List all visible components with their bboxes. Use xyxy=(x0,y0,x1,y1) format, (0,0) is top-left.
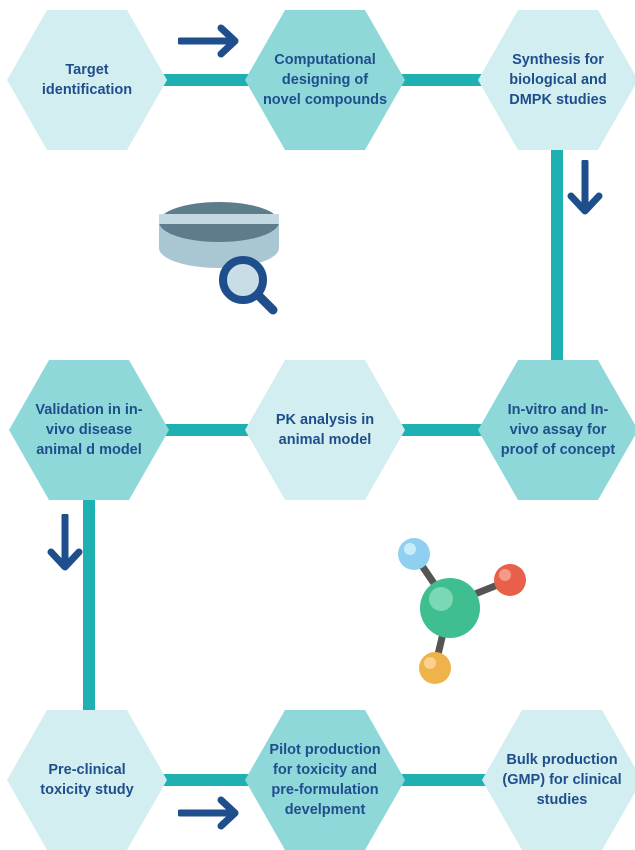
connector-step2-step3 xyxy=(385,74,505,86)
step-label: In-vitro and In-vivo assay for proof of … xyxy=(500,402,616,458)
step-validation-in-vivo: Validation in in-vivo disease animal d m… xyxy=(9,360,169,500)
step-label: Bulk production (GMP) for clinical studi… xyxy=(502,752,622,808)
step-label: Synthesis for biological and DMPK studie… xyxy=(509,52,607,108)
connector-step7-step8 xyxy=(150,774,265,786)
step-pre-clinical-toxicity: Pre-clinical toxicity study xyxy=(7,710,167,850)
connector-step8-step9 xyxy=(390,774,505,786)
molecule-icon xyxy=(398,538,526,684)
connector-step6-step7 xyxy=(83,490,95,720)
arrow-down-icon xyxy=(567,160,603,215)
arrow-right-icon xyxy=(178,796,239,830)
pill-with-magnifier-icon xyxy=(159,202,279,315)
connector-step3-step4 xyxy=(551,140,563,365)
step-label: PK analysis in animal model xyxy=(275,412,375,448)
step-label: Validation in in-vivo disease animal d m… xyxy=(35,402,143,458)
arrow-right-icon xyxy=(178,24,239,58)
step-computational-design: Computational designing of novel compoun… xyxy=(245,10,405,150)
step-label: Pilot production for toxicity and pre-fo… xyxy=(269,742,381,818)
connector-step1-step2 xyxy=(150,74,270,86)
step-label: Target identification xyxy=(41,62,133,98)
step-pilot-production: Pilot production for toxicity and pre-fo… xyxy=(245,710,405,850)
step-label: Computational designing of novel compoun… xyxy=(262,52,388,108)
step-in-vitro-in-vivo-assay: In-vitro and In-vivo assay for proof of … xyxy=(478,360,635,500)
step-bulk-production: Bulk production (GMP) for clinical studi… xyxy=(482,710,635,850)
step-pk-analysis: PK analysis in animal model xyxy=(245,360,405,500)
connector-step5-step6 xyxy=(155,424,265,436)
step-synthesis: Synthesis for biological and DMPK studie… xyxy=(478,10,635,150)
arrow-down-icon xyxy=(47,514,83,571)
step-label: Pre-clinical toxicity study xyxy=(40,762,134,798)
step-target-identification: Target identification xyxy=(7,10,167,150)
